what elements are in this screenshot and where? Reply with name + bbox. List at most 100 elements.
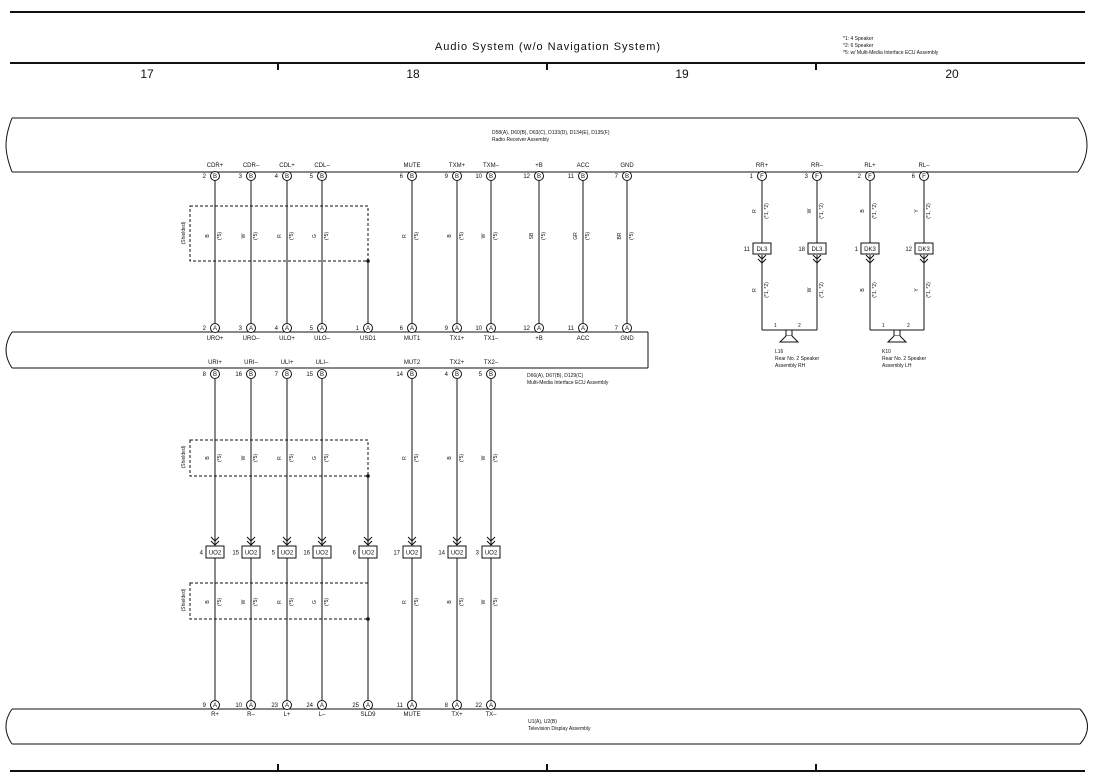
speaker-lh-pin: 1	[882, 323, 885, 329]
mm-out-pin-circle	[246, 369, 256, 379]
section-20: 20	[945, 67, 959, 81]
radio-mm-wire-color: W	[241, 233, 247, 238]
tv-pin-label: R–	[247, 712, 255, 718]
mm-uo2-wire-note: (*5)	[459, 454, 465, 462]
speaker-lower-wire-note: (*1, *2)	[764, 282, 770, 298]
uo2-tv-wire-note: (*5)	[324, 598, 330, 606]
mm-uo2-wire-color: G	[312, 456, 318, 460]
mm-pin-number: 11	[568, 326, 575, 332]
uo2-tv-wire-note: (*5)	[493, 598, 499, 606]
uo2-pin-number: 5	[272, 551, 276, 557]
speaker-upper-wire-color: W	[807, 208, 813, 213]
mm-pin-circle	[578, 323, 588, 333]
radio-pin-number: 3	[805, 174, 809, 180]
mm-pin-letter: A	[455, 326, 459, 332]
uo2-pin-number: 4	[200, 551, 204, 557]
tv-pin-letter: A	[455, 703, 459, 709]
speaker-lh-label: Rear No. 2 Speaker	[882, 356, 927, 362]
tv-pin-number: 8	[445, 703, 449, 709]
radio-mm-wire-note: (*5)	[493, 232, 499, 240]
radio-pin-letter: B	[410, 174, 414, 180]
tv-pin-circle	[282, 700, 292, 710]
uo2-pin-number: 15	[232, 551, 239, 557]
uo2-connector-code: UO2	[209, 551, 222, 557]
mm-pin-circle	[246, 323, 256, 333]
mm-pin-letter: A	[410, 326, 414, 332]
mm-uo2-wire-note: (*5)	[324, 454, 330, 462]
radio-pin-circle	[622, 171, 632, 181]
radio-mm-wire-note: (*5)	[289, 232, 295, 240]
uo2-tv-wire-note: (*5)	[414, 598, 420, 606]
uo2-tv-wire-note: (*5)	[253, 598, 259, 606]
radio-mm-wire-color: G	[312, 234, 318, 238]
radio-pin-letter: F	[868, 174, 872, 180]
mm-uo2-wire-note: (*5)	[253, 454, 259, 462]
mm-out-pin-circle	[210, 369, 220, 379]
mm-uo2-wire-color: R	[402, 456, 408, 460]
mm-pin-label: +B	[535, 336, 543, 342]
uo2-tv-wire-color: R	[277, 600, 283, 604]
mm-out-pin-letter: B	[410, 372, 414, 378]
speaker-connector-pin: 11	[744, 247, 751, 253]
radio-pin-label: TXM+	[449, 163, 466, 169]
mm-pin-circle	[622, 323, 632, 333]
radio-pin-number: 4	[275, 174, 279, 180]
mm-pin-circle	[210, 323, 220, 333]
uo2-tv-wire-color: B	[447, 600, 453, 604]
shielded-label: (Shielded)	[181, 588, 187, 611]
tv-pin-label: L–	[319, 712, 326, 718]
mm-out-pin-number: 16	[235, 372, 242, 378]
mm-out-pin-letter: B	[249, 372, 253, 378]
radio-mm-wire-color: R	[277, 234, 283, 238]
radio-pin-circle	[578, 171, 588, 181]
tv-pin-letter: A	[366, 703, 370, 709]
uo2-connector-code: UO2	[485, 551, 498, 557]
radio-mm-wire-color: R	[402, 234, 408, 238]
shield-box	[189, 582, 369, 620]
uo2-tv-wire-note: (*5)	[289, 598, 295, 606]
radio-pin-circle	[757, 171, 767, 181]
speaker-connector-pin: 18	[798, 247, 805, 253]
mm-out-pin-circle	[317, 369, 327, 379]
uo2-connector-code: UO2	[406, 551, 419, 557]
radio-pin-label: MUTE	[404, 163, 421, 169]
radio-name: Radio Receiver Assembly	[492, 137, 549, 143]
radio-pin-number: 9	[445, 174, 449, 180]
uo2-connector-code: UO2	[316, 551, 329, 557]
mm-pin-label: USD1	[360, 336, 377, 342]
radio-pin-letter: B	[285, 174, 289, 180]
speaker-lh-pin: 2	[907, 323, 910, 329]
speaker-lh-icon-cone	[886, 335, 908, 343]
radio-pin-label: RR–	[811, 163, 824, 169]
mm-pin-letter: A	[537, 326, 541, 332]
speaker-connector-code: DL3	[756, 247, 768, 253]
mm-pin-label: ULO+	[279, 336, 295, 342]
tv-display-bus	[5, 708, 1080, 745]
tv-pin-letter: A	[320, 703, 324, 709]
mm-pin-circle	[534, 323, 544, 333]
radio-pin-circle	[865, 171, 875, 181]
mm-out-pin-letter: B	[320, 372, 324, 378]
radio-mm-wire-note: (*5)	[253, 232, 259, 240]
tv-pin-letter: A	[410, 703, 414, 709]
mm-out-pin-label: MUT2	[404, 360, 421, 366]
radio-pin-number: 12	[523, 174, 530, 180]
radio-pin-letter: B	[320, 174, 324, 180]
mm-out-pin-letter: B	[489, 372, 493, 378]
radio-pin-letter: B	[249, 174, 253, 180]
radio-pin-circle	[452, 171, 462, 181]
uo2-pin-number: 16	[303, 551, 310, 557]
radio-pin-number: 2	[203, 174, 207, 180]
radio-pin-number: 10	[475, 174, 482, 180]
mm-pin-letter: A	[249, 326, 253, 332]
mm-pin-letter: A	[581, 326, 585, 332]
mm-codes: D66(A), D67(B), D129(C)	[527, 373, 583, 379]
mm-out-pin-circle	[407, 369, 417, 379]
radio-mm-wire-color: B	[205, 234, 211, 238]
radio-mm-wire-color: B	[447, 234, 453, 238]
radio-pin-circle	[210, 171, 220, 181]
radio-pin-label: RL–	[918, 163, 930, 169]
radio-pin-circle	[246, 171, 256, 181]
speaker-connector-pin: 12	[905, 247, 912, 253]
mm-pin-label: GND	[620, 336, 634, 342]
